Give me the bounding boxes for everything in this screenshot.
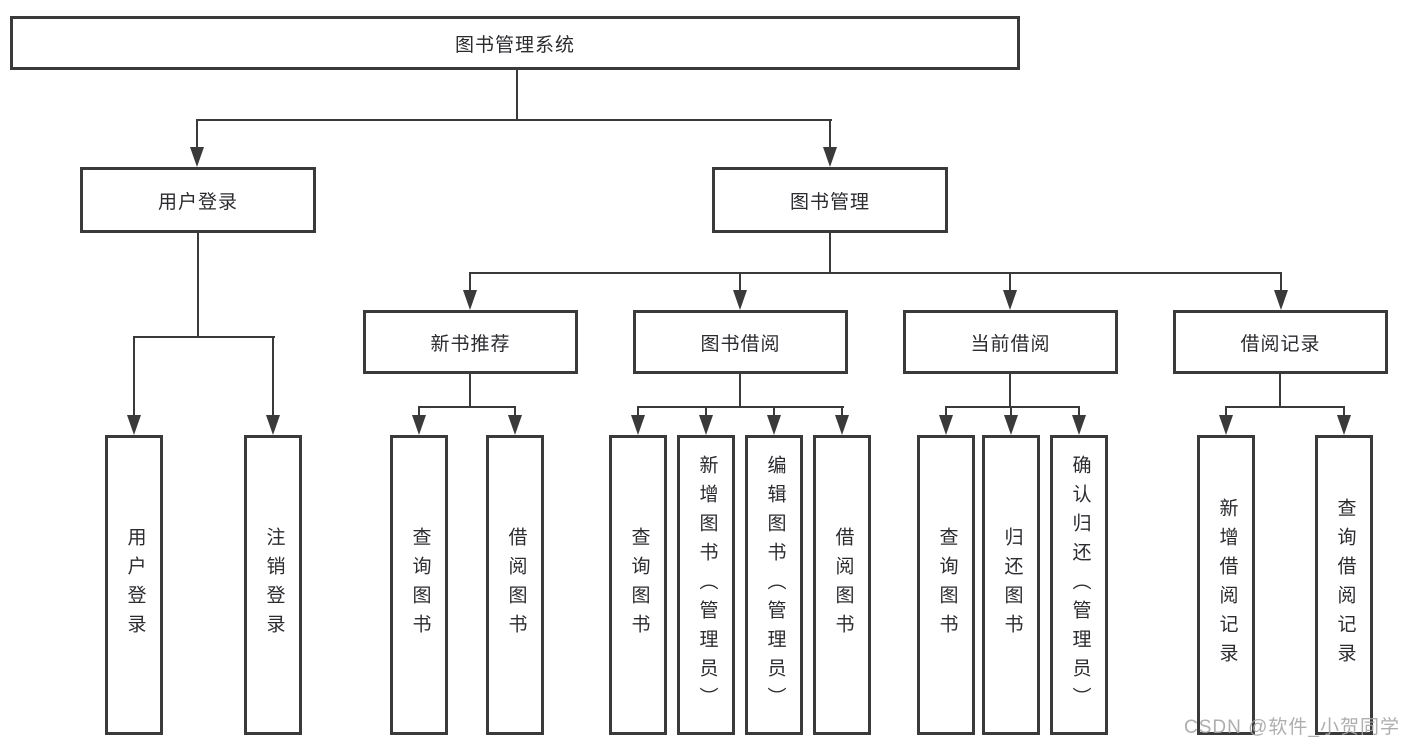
connector-line [1009,374,1011,407]
connector-line [739,272,741,292]
leaf-borrow-query-books: 查询图书 [609,435,667,735]
leaf-logout: 注销登录 [244,435,302,735]
leaf-user-login-label: 用户登录 [124,527,146,643]
connector-line [945,406,1080,408]
leaf-records-query-record: 查询借阅记录 [1315,435,1373,735]
node-user-login-label: 用户登录 [157,191,238,213]
connector-line [469,374,471,407]
leaf-current-confirm-return-admin-label: 确认归还（管理员） [1069,454,1091,716]
arrowhead-down-icon [412,415,426,435]
connector-line [1225,406,1227,417]
node-current-borrow-label: 当前借阅 [970,333,1051,355]
connector-line [829,233,831,274]
leaf-borrow-add-books-admin-label: 新增图书（管理员） [696,454,718,716]
leaf-records-add-record-label: 新增借阅记录 [1216,498,1238,672]
arrowhead-down-icon [190,147,204,167]
connector-line [418,406,420,417]
node-current-borrow: 当前借阅 [903,310,1118,374]
connector-line [637,406,639,417]
arrowhead-down-icon [1337,415,1351,435]
node-new-book-recommend-label: 新书推荐 [430,333,511,355]
connector-line [196,119,198,149]
arrowhead-down-icon [823,147,837,167]
connector-line [637,406,844,408]
connector-line [1343,406,1345,417]
leaf-recommend-query-books-label: 查询图书 [409,527,431,643]
arrowhead-down-icon [508,415,522,435]
connector-line [705,406,707,417]
connector-line [272,336,274,417]
node-root-label: 图书管理系统 [454,34,575,56]
connector-line [1279,374,1281,407]
node-book-management-label: 图书管理 [789,191,870,213]
connector-line [516,70,518,120]
connector-line [1078,406,1080,417]
arrowhead-down-icon [1004,415,1018,435]
connector-line [773,406,775,417]
leaf-recommend-borrow-books: 借阅图书 [486,435,544,735]
arrowhead-down-icon [939,415,953,435]
connector-line [133,336,135,417]
arrowhead-down-icon [127,415,141,435]
connector-line [1280,272,1282,292]
arrowhead-down-icon [733,290,747,310]
leaf-borrow-borrow-books-label: 借阅图书 [832,527,854,643]
connector-line [196,119,832,121]
arrowhead-down-icon [835,415,849,435]
arrowhead-down-icon [1072,415,1086,435]
connector-line [1225,406,1345,408]
leaf-borrow-add-books-admin: 新增图书（管理员） [677,435,735,735]
arrowhead-down-icon [699,415,713,435]
leaf-borrow-borrow-books: 借阅图书 [813,435,871,735]
arrowhead-down-icon [1219,415,1233,435]
node-user-login: 用户登录 [80,167,316,233]
arrowhead-down-icon [1003,290,1017,310]
connector-line [1009,272,1011,292]
leaf-records-query-record-label: 查询借阅记录 [1334,498,1356,672]
leaf-current-confirm-return-admin: 确认归还（管理员） [1050,435,1108,735]
connector-line [514,406,516,417]
connector-line [945,406,947,417]
node-new-book-recommend: 新书推荐 [363,310,578,374]
connector-line [469,272,1282,274]
arrowhead-down-icon [463,290,477,310]
connector-line [841,406,843,417]
leaf-recommend-borrow-books-label: 借阅图书 [505,527,527,643]
leaf-logout-label: 注销登录 [263,527,285,643]
connector-line [1010,406,1012,417]
node-book-borrow: 图书借阅 [633,310,848,374]
leaf-current-return-books-label: 归还图书 [1001,527,1023,643]
leaf-records-add-record: 新增借阅记录 [1197,435,1255,735]
arrowhead-down-icon [767,415,781,435]
connector-line [418,406,516,408]
leaf-borrow-query-books-label: 查询图书 [628,527,650,643]
arrowhead-down-icon [1274,290,1288,310]
leaf-borrow-edit-books-admin: 编辑图书（管理员） [745,435,803,735]
node-book-borrow-label: 图书借阅 [700,333,781,355]
arrowhead-down-icon [631,415,645,435]
connector-line [829,119,831,149]
node-root: 图书管理系统 [10,16,1020,70]
leaf-recommend-query-books: 查询图书 [390,435,448,735]
connector-line [133,336,275,338]
connector-line [739,374,741,407]
leaf-current-return-books: 归还图书 [982,435,1040,735]
leaf-current-query-books: 查询图书 [917,435,975,735]
node-borrow-records: 借阅记录 [1173,310,1388,374]
watermark: CSDN @软件_小贺同学 [1184,717,1400,738]
leaf-user-login: 用户登录 [105,435,163,735]
leaf-borrow-edit-books-admin-label: 编辑图书（管理员） [764,454,786,716]
leaf-current-query-books-label: 查询图书 [936,527,958,643]
node-book-management: 图书管理 [712,167,948,233]
connector-line [469,272,471,292]
arrowhead-down-icon [266,415,280,435]
connector-line [197,233,199,338]
node-borrow-records-label: 借阅记录 [1240,333,1321,355]
